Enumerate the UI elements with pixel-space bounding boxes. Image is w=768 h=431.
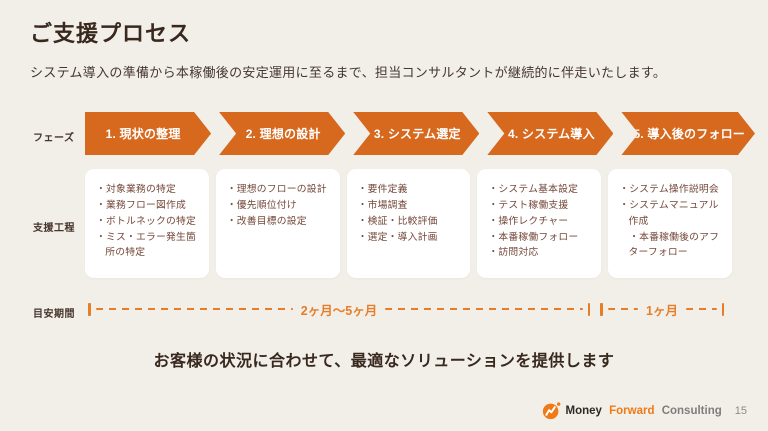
process-box-track: ・対象業務の特定 ・業務フロー図作成 ・ボトルネックの特定 ・ミス・エラー発生箇… [85,169,732,278]
phase-arrow: 1. 現状の整理 [85,112,211,155]
phase-arrow-track: 1. 現状の整理 2. 理想の設計 3. システム選定 4. システム導入 5.… [85,112,755,155]
timeline-dash [385,307,583,311]
closing-message: お客様の状況に合わせて、最適なソリューションを提供します [153,353,615,370]
process-bullet-item: ・システム基本設定 [488,184,579,195]
process-bullet-item: ・本番稼働後のアフターフォロー [619,231,720,259]
brand-money: Money [565,404,602,417]
timeline-dash [685,307,717,311]
money-forward-logo-icon [542,402,560,420]
timeline-tick [600,302,603,316]
duration-label: 2ヶ月〜5ヶ月 [300,303,378,318]
phase-arrow-label: 4. システム導入 [507,127,595,141]
process-bullet-item: ・改善目標の設定 [226,215,307,227]
process-bullet-item: ・優先順位付け [226,199,297,211]
phase-arrow-label: 5. 導入後のフォロー [633,127,745,141]
timeline-tick [721,302,725,316]
brand-forward: Forward [609,404,655,417]
process-bullet-item: ・対象業務の特定 [96,184,176,195]
process-box: ・要件定義 ・市場調査 ・検証・比較評価 ・選定・導入計画 [346,169,471,278]
process-bullet-item: ・ミス・エラー発生箇所の特定 [96,231,196,259]
process-bullet-item: ・操作レクチャー [488,215,569,227]
process-bullet-item: ・検証・比較評価 [357,215,438,227]
page-title: ご支援プロセス [30,21,192,46]
duration-timeline: 2ヶ月〜5ヶ月 1ヶ月 [88,300,725,319]
process-bullet-list: ・理想のフローの設計 ・優先順位付け ・改善目標の設定 [227,182,332,230]
process-bullet-item: ・テスト稼働支援 [488,199,569,211]
phase-arrow-label: 3. システム選定 [373,127,461,141]
phase-arrow: 5. 導入後のフォロー [621,112,755,155]
timeline-tick [88,302,91,316]
process-bullet-item: ・市場調査 [357,199,408,211]
process-bullet-item: ・業務フロー図作成 [96,199,186,211]
footer: Money Forward Consulting 15 [542,401,747,420]
page-subtitle: システム導入の準備から本稼働後の安定運用に至るまで、担当コンサルタントが継続的に… [30,65,667,80]
process-bullet-item: ・理想のフローの設計 [226,184,327,195]
phase-arrow-label: 1. 現状の整理 [105,127,181,141]
process-box: ・システム操作説明会 ・システムマニュアル作成 ・本番稼働後のアフターフォロー [608,169,732,278]
process-bullet-list: ・システム基本設定 ・テスト稼働支援 ・操作レクチャー ・本番稼働フォロー ・訪… [488,182,593,261]
process-box: ・対象業務の特定 ・業務フロー図作成 ・ボトルネックの特定 ・ミス・エラー発生箇… [85,169,209,278]
process-bullet-item: ・システムマニュアル作成 [619,199,719,227]
row-label-phase: フェーズ [33,133,75,144]
process-bullet-item: ・システム操作説明会 [619,184,719,195]
process-bullet-item: ・選定・導入計画 [357,231,438,243]
timeline-dash [95,307,293,311]
row-label-duration: 目安期間 [33,309,75,320]
process-bullet-item: ・ボトルネックの特定 [96,215,196,227]
phase-arrow: 3. システム選定 [353,112,479,155]
process-bullet-item: ・本番稼働フォロー [488,231,579,243]
process-bullet-list: ・対象業務の特定 ・業務フロー図作成 ・ボトルネックの特定 ・ミス・エラー発生箇… [96,182,201,261]
page-number: 15 [734,404,747,417]
phase-arrow: 2. 理想の設計 [219,112,345,155]
process-bullet-item: ・訪問対応 [488,247,539,259]
process-bullet-list: ・システム操作説明会 ・システムマニュアル作成 ・本番稼働後のアフターフォロー [619,182,724,261]
duration-label: 1ヶ月 [646,303,678,318]
brand-consulting: Consulting [661,404,722,417]
process-bullet-list: ・要件定義 ・市場調査 ・検証・比較評価 ・選定・導入計画 [358,182,463,245]
phase-arrow: 4. システム導入 [487,112,613,155]
duration-segment-phase1-4: 2ヶ月〜5ヶ月 [88,300,590,319]
process-box: ・システム基本設定 ・テスト稼働支援 ・操作レクチャー ・本番稼働フォロー ・訪… [477,169,602,278]
process-bullet-item: ・要件定義 [357,184,408,195]
row-label-process: 支援工程 [33,223,75,234]
timeline-dash [607,307,639,311]
brand-wordmark: Money Forward Consulting [566,405,722,417]
timeline-tick [587,302,590,316]
duration-segment-phase5: 1ヶ月 [600,300,725,319]
phase-arrow-label: 2. 理想の設計 [245,127,321,141]
process-box: ・理想のフローの設計 ・優先順位付け ・改善目標の設定 [215,169,340,278]
